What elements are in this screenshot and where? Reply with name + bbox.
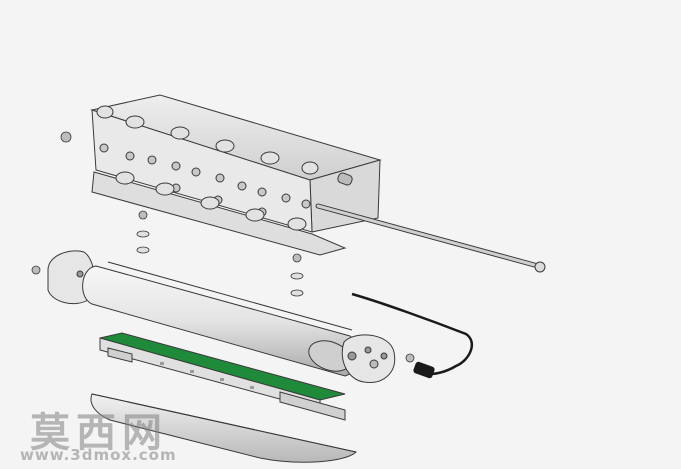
watermark-chinese: 莫西网 <box>30 409 168 456</box>
aluminium-housing <box>82 261 360 377</box>
power-cable <box>351 292 474 379</box>
diffuser-lens <box>90 393 358 463</box>
watermark-url: www.3dmox.com <box>20 446 177 464</box>
pcb-led-board <box>99 332 346 421</box>
washers <box>136 230 304 297</box>
support-rod <box>315 203 546 273</box>
screws <box>31 131 415 363</box>
end-cap-right <box>341 334 396 383</box>
mounting-bracket <box>90 94 382 256</box>
